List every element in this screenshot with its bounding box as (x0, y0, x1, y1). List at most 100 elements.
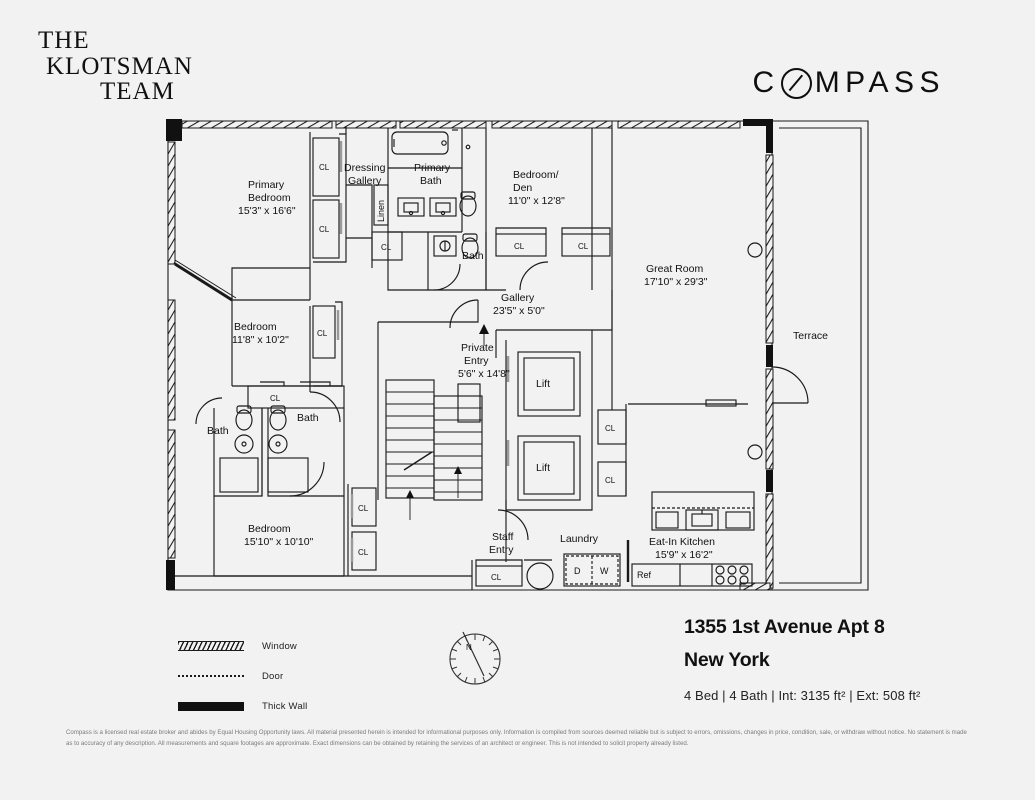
toilet-fixture (235, 409, 253, 431)
label-closet: CL (491, 573, 502, 582)
label-dressing-gallery-2: Gallery (348, 175, 382, 187)
closet (475, 565, 523, 587)
vanity-sink (429, 197, 457, 217)
window-swatch-icon (178, 641, 244, 651)
compass-logo-pre: C (752, 66, 780, 99)
lift-shaft (517, 435, 581, 501)
klotsman-team-logo: THE KLOTSMAN TEAM (38, 28, 298, 105)
label-bedroom-2: Bedroom (234, 321, 277, 333)
shower-fixture (219, 457, 259, 493)
label-bedroom-den-2: Den (513, 182, 532, 194)
label-staff-entry: Staff (492, 531, 513, 543)
label-linen: Linen (376, 200, 386, 222)
label-bedroom-3: Bedroom (248, 523, 291, 535)
label-closet: CL (578, 242, 589, 251)
label-primary-bedroom-dims: 15'3" x 16'6" (238, 205, 296, 217)
label-primary-bedroom-2: Bedroom (248, 192, 291, 204)
label-great-room: Great Room (646, 263, 703, 275)
label-washer: W (600, 566, 609, 576)
closet (561, 233, 611, 257)
column (747, 444, 763, 460)
plan-geometry (166, 119, 869, 591)
legend-label-door: Door (262, 670, 284, 682)
thick-walls (166, 119, 773, 590)
listing-address: 1355 1st Avenue Apt 8 (684, 616, 885, 638)
label-closet: CL (270, 394, 281, 403)
compass-rose-icon: N (449, 631, 501, 685)
label-dressing-gallery: Dressing (344, 162, 386, 174)
range-burners (715, 565, 749, 585)
window-band-top (181, 120, 741, 129)
label-gallery: Gallery (501, 292, 535, 304)
stair-core (385, 379, 483, 520)
label-private-entry-2: Entry (464, 355, 489, 367)
kitchen-fixtures (631, 491, 755, 587)
label-closet: CL (358, 548, 369, 557)
sink-fixture (268, 434, 288, 454)
compass-logo-post: MPASS (814, 66, 945, 99)
label-closet: CL (317, 329, 328, 338)
label-dryer: D (574, 566, 581, 576)
toilet-fixture (461, 237, 479, 259)
label-bedroom-2-dims: 11'8" x 10'2" (232, 334, 289, 346)
label-private-entry: Private (461, 342, 494, 354)
label-bath-mid: Bath (297, 412, 319, 424)
legend-item-thick-wall: Thick Wall (178, 696, 307, 716)
room-labels: Primary Bedroom 15'3" x 16'6" Dressing G… (207, 162, 828, 582)
label-closet: CL (381, 243, 392, 252)
label-closet: CL (358, 504, 369, 513)
legend-label-window: Window (262, 640, 297, 652)
toilet-fixture (269, 409, 287, 431)
direction-arrow (479, 324, 489, 334)
vanity-sink (397, 197, 425, 217)
label-bath-left: Bath (207, 425, 229, 437)
listing-info: 1355 1st Avenue Apt 8 New York 4 Bed | 4… (684, 616, 994, 703)
legal-disclaimer: Compass is a licensed real estate broker… (66, 729, 967, 748)
legend-item-window: Window (178, 636, 307, 656)
label-refrigerator: Ref (637, 570, 652, 580)
logo-line-2: KLOTSMAN (46, 52, 193, 80)
label-primary-bath: Primary (414, 162, 451, 174)
door-swatch-icon (178, 675, 244, 677)
compass-logo: C MPASS (753, 66, 945, 100)
label-staff-entry-2: Entry (489, 544, 514, 556)
round-fixture (526, 562, 554, 590)
label-lift-1: Lift (536, 378, 550, 390)
label-primary-bath-2: Bath (420, 175, 442, 187)
label-kitchen-dims: 15'9" x 16'2" (655, 549, 713, 561)
compass-slashed-o-icon (780, 67, 812, 99)
laundry-units (563, 553, 621, 587)
label-bedroom-den: Bedroom/ (513, 169, 559, 181)
label-terrace: Terrace (793, 330, 828, 342)
plan-legend: Window Door Thick Wall (178, 636, 307, 726)
toilet-fixture (459, 195, 477, 217)
label-primary-bedroom: Primary (248, 179, 285, 191)
shower-fixture (267, 457, 309, 493)
label-closet: CL (605, 476, 616, 485)
label-laundry: Laundry (560, 533, 599, 545)
label-bath-center: Bath (462, 250, 484, 262)
compass-north-label: N (466, 643, 472, 652)
closet (247, 385, 345, 409)
label-great-room-dims: 17'10" x 29'3" (644, 276, 708, 288)
label-bedroom-den-dims: 11'0" x 12'8" (508, 195, 565, 207)
column (747, 242, 763, 258)
closet (312, 305, 336, 359)
lift-shaft (517, 351, 581, 417)
listing-city: New York (684, 649, 770, 671)
logo-line-1: THE (38, 27, 90, 54)
label-closet: CL (605, 424, 616, 433)
sink-fixture (234, 434, 254, 454)
bathtub-fixture (391, 131, 449, 155)
terrace-outline (772, 120, 869, 591)
window-band-right (765, 154, 774, 589)
shower-fixture (433, 235, 457, 257)
label-closet: CL (514, 242, 525, 251)
label-closet: CL (319, 163, 330, 172)
window-band-left (167, 141, 176, 559)
label-closet: CL (319, 225, 330, 234)
legend-item-door: Door (178, 666, 307, 686)
label-lift-2: Lift (536, 462, 550, 474)
